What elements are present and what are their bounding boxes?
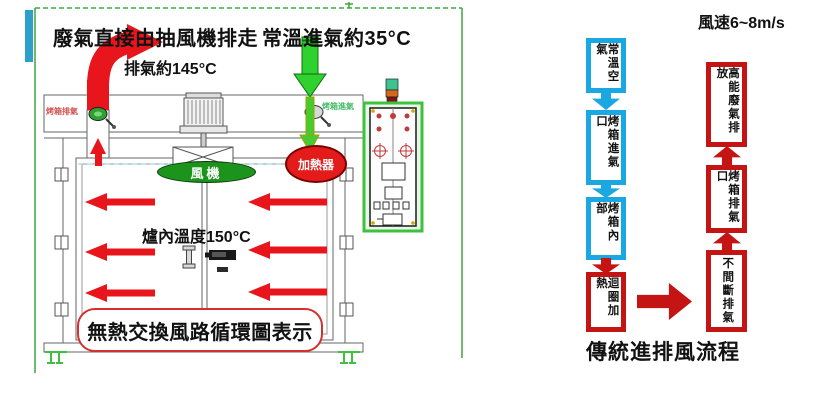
flow-box-label: 常溫空氣 bbox=[595, 43, 619, 84]
control-panel bbox=[362, 78, 424, 233]
panel-meters bbox=[373, 162, 410, 226]
flow-arrow-up-icon bbox=[713, 232, 741, 251]
flow-box-ambient-air: 常溫空氣 bbox=[586, 38, 626, 93]
green-frame bbox=[25, 2, 463, 373]
intake-green-arrow bbox=[293, 36, 327, 154]
oven-temp-label: 爐內溫度150°C bbox=[142, 229, 251, 246]
flow-arrow-up-icon bbox=[713, 146, 741, 165]
heater-label: 加熱器 bbox=[297, 157, 334, 172]
exhaust-curved-arrow bbox=[86, 31, 134, 95]
intake-port-label: 烤箱進氣 bbox=[322, 102, 354, 111]
intake-inner-arrow bbox=[305, 96, 315, 136]
flow-box-continuous-exhaust: 不間斷排氣 bbox=[706, 250, 747, 332]
exhaust-valve-icon bbox=[88, 107, 116, 129]
exhaust-port-label: 烤箱排氣 bbox=[46, 107, 78, 116]
flow-box-label: 烤箱進氣口 bbox=[595, 115, 619, 169]
heater-badge: 加熱器 bbox=[285, 145, 347, 183]
flow-box-waste-gas-discharge: 高能廢氣排放 bbox=[706, 62, 747, 147]
flow-box-label: 不間斷排氣 bbox=[721, 257, 734, 325]
flow-arrow-right-icon bbox=[637, 283, 692, 320]
circulation-arrows bbox=[85, 193, 327, 302]
diagram-caption: 無熱交換風路循環圖表示 bbox=[87, 321, 313, 344]
diagram-caption-box: 無熱交換風路循環圖表示 bbox=[77, 308, 323, 352]
oven-feet bbox=[45, 351, 360, 364]
fan-badge: 風機 bbox=[157, 161, 256, 183]
door-hinges bbox=[54, 167, 354, 317]
flowchart-caption: 傳統進排風流程 bbox=[586, 341, 740, 364]
flow-box-oven-intake-port: 烤箱進氣口 bbox=[586, 110, 626, 185]
flow-box-label: 烤箱內部 bbox=[595, 202, 619, 243]
exhaust-temp-label: 排氣約145°C bbox=[124, 61, 217, 78]
flow-box-oven-exhaust-port: 烤箱排氣口 bbox=[706, 165, 747, 233]
flow-box-loop-heating: 迴圈加熱 bbox=[586, 272, 626, 332]
door-handle bbox=[182, 245, 236, 272]
exhaust-title: 廢氣直接由抽風機排走 bbox=[53, 28, 258, 50]
flow-box-label: 烤箱排氣口 bbox=[715, 170, 740, 224]
intake-title: 常溫進氣約35°C bbox=[262, 28, 412, 50]
flow-arrow-down-icon bbox=[592, 91, 620, 110]
flow-box-label: 高能廢氣排放 bbox=[715, 67, 740, 135]
flow-box-oven-interior: 烤箱內部 bbox=[586, 197, 626, 260]
indicator-lights bbox=[376, 113, 410, 132]
exhaust-duct bbox=[86, 24, 163, 166]
flow-box-label: 迴圈加熱 bbox=[595, 277, 619, 318]
fan-label: 風機 bbox=[190, 165, 223, 181]
cyan-side-bar bbox=[25, 10, 33, 62]
wind-speed-label: 風速6~8m/s bbox=[698, 15, 785, 32]
signal-tower-icon bbox=[385, 78, 399, 105]
dial-knobs bbox=[372, 143, 414, 159]
exhaust-up-arrow bbox=[90, 138, 106, 166]
panel-screws bbox=[371, 109, 415, 225]
